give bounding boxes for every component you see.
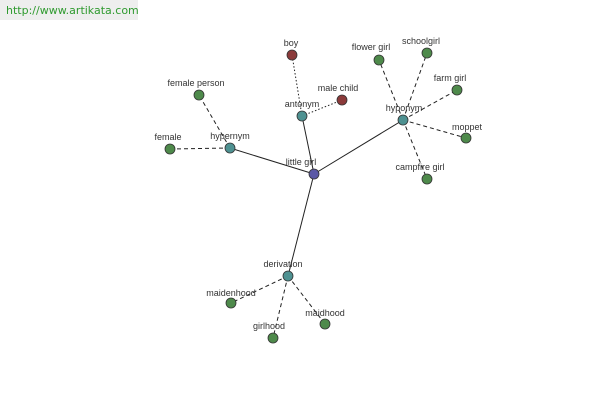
url-bar: http://www.artikata.com xyxy=(0,0,139,20)
relation-derivation-label[interactable]: derivation xyxy=(263,259,302,269)
leaf-flower-girl-label[interactable]: flower girl xyxy=(352,42,391,52)
edge-root-derivation xyxy=(287,173,315,277)
leaf-maidenhood-label[interactable]: maidenhood xyxy=(206,288,256,298)
graph-labels: little girl antonym boy male child hyponym fl… xyxy=(154,36,482,331)
leaf-moppet-label[interactable]: moppet xyxy=(452,122,483,132)
site-url[interactable]: http://www.artikata.com xyxy=(6,3,139,17)
leaf-girlhood-node[interactable] xyxy=(267,332,279,344)
relation-hyponym-label[interactable]: hyponym xyxy=(386,103,423,113)
relation-antonym-label[interactable]: antonym xyxy=(285,99,320,109)
edge-root-antonym xyxy=(301,115,315,175)
leaf-campfire-girl-node[interactable] xyxy=(421,173,433,185)
relation-hypernym-label[interactable]: hypernym xyxy=(210,131,250,141)
edge-root-hypernym xyxy=(229,147,315,175)
edge-hyponym-moppet xyxy=(402,119,467,139)
relation-antonym-node[interactable] xyxy=(296,110,308,122)
edge-hypernym-female-person xyxy=(198,94,231,149)
relation-hypernym-node[interactable] xyxy=(224,142,236,154)
leaf-maidenhood-node[interactable] xyxy=(225,297,237,309)
leaf-maidhood-label[interactable]: maidhood xyxy=(305,308,345,318)
relation-derivation-node[interactable] xyxy=(282,270,294,282)
leaf-female-node[interactable] xyxy=(164,143,176,155)
edge-root-hyponym xyxy=(313,119,404,175)
leaf-male-child-label[interactable]: male child xyxy=(318,83,359,93)
graph-edges xyxy=(169,52,467,339)
leaf-flower-girl-node[interactable] xyxy=(373,54,385,66)
edge-derivation-girlhood xyxy=(272,275,289,339)
leaf-campfire-girl-label[interactable]: campfire girl xyxy=(395,162,444,172)
edge-hyponym-farm-girl xyxy=(402,89,458,121)
root-little-girl-label[interactable]: little girl xyxy=(286,157,317,167)
leaf-female-person-label[interactable]: female person xyxy=(167,78,224,88)
leaf-female-person-node[interactable] xyxy=(193,89,205,101)
root-little-girl-node[interactable] xyxy=(308,168,320,180)
leaf-boy-label[interactable]: boy xyxy=(284,38,299,48)
edge-derivation-maidenhood xyxy=(230,275,289,304)
edge-hyponym-schoolgirl xyxy=(402,52,428,121)
leaf-female-label[interactable]: female xyxy=(154,132,181,142)
graph-nodes xyxy=(164,47,472,344)
leaf-farm-girl-node[interactable] xyxy=(451,84,463,96)
edge-hypernym-female xyxy=(169,147,231,150)
leaf-boy-node[interactable] xyxy=(286,49,298,61)
edge-derivation-maidhood xyxy=(287,275,326,325)
leaf-maidhood-node[interactable] xyxy=(319,318,331,330)
relation-hyponym-node[interactable] xyxy=(397,114,409,126)
leaf-male-child-node[interactable] xyxy=(336,94,348,106)
leaf-schoolgirl-label[interactable]: schoolgirl xyxy=(402,36,440,46)
leaf-moppet-node[interactable] xyxy=(460,132,472,144)
leaf-girlhood-label[interactable]: girlhood xyxy=(253,321,285,331)
edge-hyponym-campfire-girl xyxy=(402,119,428,180)
leaf-farm-girl-label[interactable]: farm girl xyxy=(434,73,467,83)
leaf-schoolgirl-node[interactable] xyxy=(421,47,433,59)
edge-hyponym-flower-girl xyxy=(378,59,404,121)
edge-antonym-male-child xyxy=(301,99,343,117)
